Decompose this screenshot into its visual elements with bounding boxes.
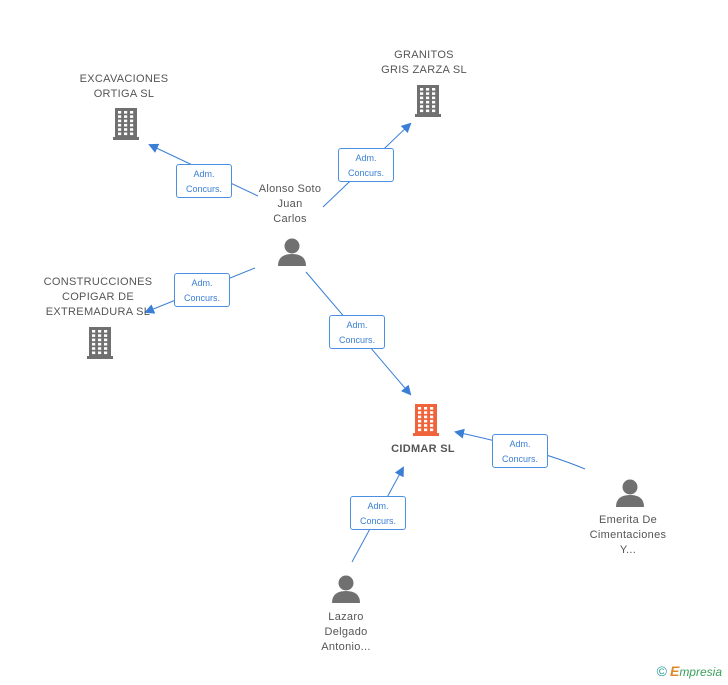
node-label-cidmar[interactable]: CIDMAR SL (391, 443, 455, 455)
relation-badge-lazaro-cidmar[interactable]: Adm. Concurs. (350, 496, 406, 530)
node-label-excavaciones[interactable]: EXCAVACIONES ORTIGA SL (79, 73, 169, 100)
relation-badge-emerita-cidmar[interactable]: Adm. Concurs. (492, 434, 548, 468)
person-icon-alonso[interactable] (278, 238, 306, 267)
relation-badge-alonso-cidmar[interactable]: Adm. Concurs. (329, 315, 385, 349)
relation-badge-alonso-construcciones[interactable]: Adm. Concurs. (174, 273, 230, 307)
relation-badge-alonso-excavaciones[interactable]: Adm. Concurs. (176, 164, 232, 198)
company-building-icon-excavaciones[interactable] (113, 108, 139, 140)
company-building-icon-construcciones[interactable] (87, 327, 113, 359)
brand-logo-text: mpresia (679, 665, 722, 679)
copyright-icon: © (656, 663, 667, 679)
person-icon-emerita[interactable] (616, 479, 644, 508)
brand-logo-initial: E (669, 663, 680, 679)
node-label-lazaro[interactable]: Lazaro Delgado Antonio... (321, 611, 371, 653)
node-label-alonso[interactable]: Alonso Soto Juan Carlos (258, 183, 322, 225)
main-company-building-icon-cidmar[interactable] (413, 404, 439, 436)
brand-footer: ©Empresia (657, 663, 722, 679)
company-building-icon-granitos[interactable] (415, 85, 441, 117)
node-label-construcciones[interactable]: CONSTRUCCIONES COPIGAR DE EXTREMADURA SL (43, 276, 153, 318)
relation-badge-alonso-granitos[interactable]: Adm. Concurs. (338, 148, 394, 182)
node-label-granitos[interactable]: GRANITOS GRIS ZARZA SL (381, 49, 467, 76)
node-label-emerita[interactable]: Emerita De Cimentaciones Y... (589, 514, 667, 556)
person-icon-lazaro[interactable] (332, 575, 360, 604)
